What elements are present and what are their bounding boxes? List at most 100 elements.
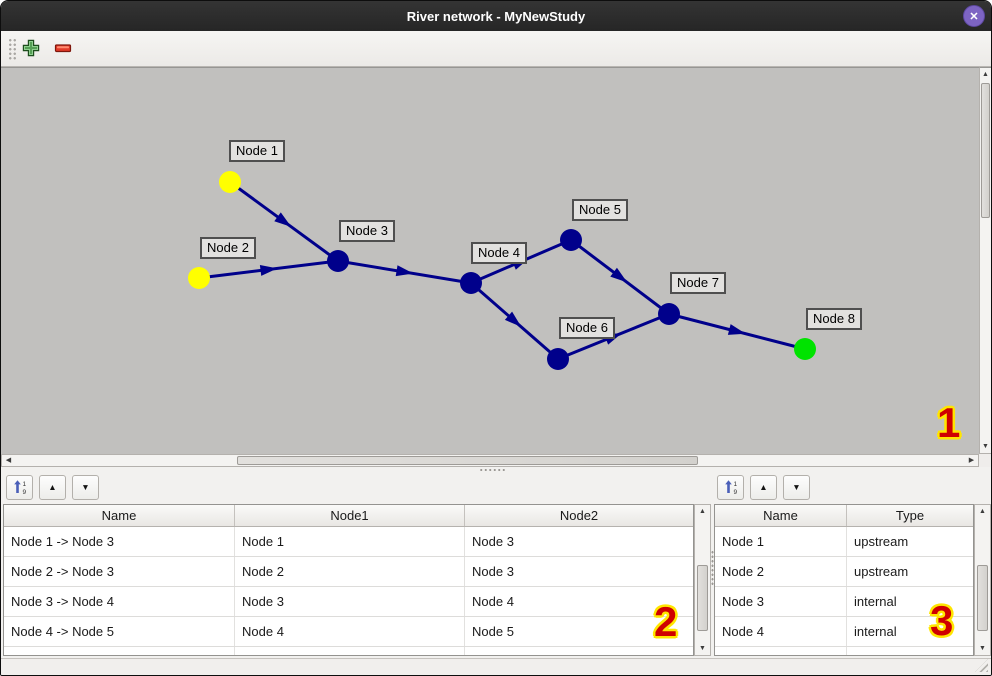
table-cell: Node 3 — [235, 587, 465, 616]
nodes-scroll-thumb[interactable] — [977, 565, 988, 631]
node-label[interactable]: Node 8 — [806, 308, 862, 330]
table-cell: Node 3 — [715, 587, 847, 616]
scroll-left-icon[interactable]: ◀ — [5, 457, 12, 464]
sort-edges-button[interactable]: 1 9 — [6, 475, 33, 500]
scroll-up-icon[interactable]: ▲ — [699, 508, 706, 515]
node-circle[interactable] — [658, 303, 680, 325]
titlebar[interactable]: River network - MyNewStudy ✕ — [1, 1, 991, 31]
svg-text:9: 9 — [733, 489, 737, 495]
table-cell: Node 4 — [472, 594, 514, 609]
table-cell: Node 2 — [715, 557, 847, 586]
column-header[interactable]: Name — [715, 505, 847, 526]
node-circle[interactable] — [219, 171, 241, 193]
canvas-vertical-scrollbar[interactable]: ▲ ▼ — [979, 67, 991, 454]
horizontal-splitter[interactable] — [1, 467, 991, 472]
empty-row — [4, 647, 693, 655]
scroll-up-icon[interactable]: ▲ — [979, 508, 986, 515]
column-header[interactable]: Type — [895, 508, 925, 523]
table-row[interactable]: Node 1 upstream — [715, 527, 973, 557]
node-circle[interactable] — [794, 338, 816, 360]
svg-text:1: 1 — [733, 481, 737, 488]
table-cell: upstream — [854, 564, 909, 579]
table-cell: upstream — [854, 534, 909, 549]
toolbar-drag-handle[interactable] — [8, 38, 17, 60]
node-circle[interactable] — [560, 229, 582, 251]
column-header[interactable]: Name — [4, 505, 235, 526]
close-button[interactable]: ✕ — [963, 5, 985, 27]
edges-scroll-thumb[interactable] — [697, 565, 708, 631]
arrow-down-icon: ▼ — [792, 482, 801, 493]
sort-ascending-icon: 1 9 — [723, 479, 739, 497]
arrow-up-icon: ▲ — [48, 482, 57, 493]
node-label[interactable]: Node 2 — [200, 237, 256, 259]
table-row[interactable]: Node 2 upstream — [715, 557, 973, 587]
move-edge-down-button[interactable]: ▼ — [72, 475, 99, 500]
node-circle[interactable] — [188, 267, 210, 289]
svg-text:9: 9 — [22, 489, 26, 495]
table-row[interactable]: Node 3 internal — [715, 587, 973, 617]
add-button[interactable] — [19, 37, 43, 61]
edge-arrow-icon — [610, 267, 628, 283]
nodes-table-scrollbar[interactable]: ▲ ▼ — [974, 504, 991, 656]
table-cell: Node 3 -> Node 4 — [4, 587, 235, 616]
column-header[interactable]: Node1 — [235, 505, 465, 526]
splitter-handle-icon — [711, 550, 714, 586]
canvas-horizontal-scrollbar[interactable]: ◀ ▶ — [1, 454, 979, 467]
column-header[interactable]: Node2 — [559, 508, 599, 523]
canvas-vscroll-thumb[interactable] — [981, 83, 990, 218]
table-cell: internal — [854, 594, 897, 609]
node-label[interactable]: Node 5 — [572, 199, 628, 221]
table-cell: Node 3 — [472, 564, 514, 579]
arrow-up-icon: ▲ — [759, 482, 768, 493]
node-label[interactable]: Node 4 — [471, 242, 527, 264]
scroll-right-icon[interactable]: ▶ — [968, 457, 975, 464]
node-circle[interactable] — [460, 272, 482, 294]
vertical-splitter[interactable] — [711, 472, 714, 658]
table-cell: Node 4 — [235, 617, 465, 646]
table-cell: Node 1 -> Node 3 — [4, 527, 235, 556]
node-label[interactable]: Node 6 — [559, 317, 615, 339]
network-canvas[interactable]: Node 1 Node 2 Node 3 Node 4 Node 5 Node 6 Node… — [1, 67, 979, 454]
table-cell: Node 1 — [715, 527, 847, 556]
sort-nodes-button[interactable]: 1 9 — [717, 475, 744, 500]
move-node-down-button[interactable]: ▼ — [783, 475, 810, 500]
edge-arrow-icon — [504, 311, 522, 327]
status-bar — [1, 658, 991, 675]
table-cell: Node 4 — [715, 617, 847, 646]
node-label[interactable]: Node 7 — [670, 272, 726, 294]
scroll-down-icon[interactable]: ▼ — [982, 443, 989, 450]
remove-button[interactable] — [51, 37, 75, 61]
table-cell: Node 2 -> Node 3 — [4, 557, 235, 586]
plus-icon — [22, 39, 40, 60]
node-circle[interactable] — [327, 250, 349, 272]
table-cell: Node 4 -> Node 5 — [4, 617, 235, 646]
scroll-down-icon[interactable]: ▼ — [699, 645, 706, 652]
edges-table-scrollbar[interactable]: ▲ ▼ — [694, 504, 711, 656]
canvas-hscroll-thumb[interactable] — [237, 456, 698, 465]
move-edge-up-button[interactable]: ▲ — [39, 475, 66, 500]
scroll-down-icon[interactable]: ▼ — [979, 645, 986, 652]
move-node-up-button[interactable]: ▲ — [750, 475, 777, 500]
table-cell — [4, 647, 235, 655]
node-label[interactable]: Node 3 — [339, 220, 395, 242]
minus-icon — [54, 39, 72, 60]
table-cell: Node 2 — [235, 557, 465, 586]
node-circle[interactable] — [547, 348, 569, 370]
table-cell — [465, 647, 693, 655]
empty-row — [715, 647, 973, 655]
table-cell — [847, 647, 973, 655]
scrollbar-corner — [979, 454, 991, 467]
table-cell — [235, 647, 465, 655]
resize-grip-icon[interactable] — [975, 659, 988, 672]
scroll-up-icon[interactable]: ▲ — [982, 71, 989, 78]
table-cell — [715, 647, 847, 655]
splitter-handle-icon — [479, 468, 507, 472]
node-label[interactable]: Node 1 — [229, 140, 285, 162]
